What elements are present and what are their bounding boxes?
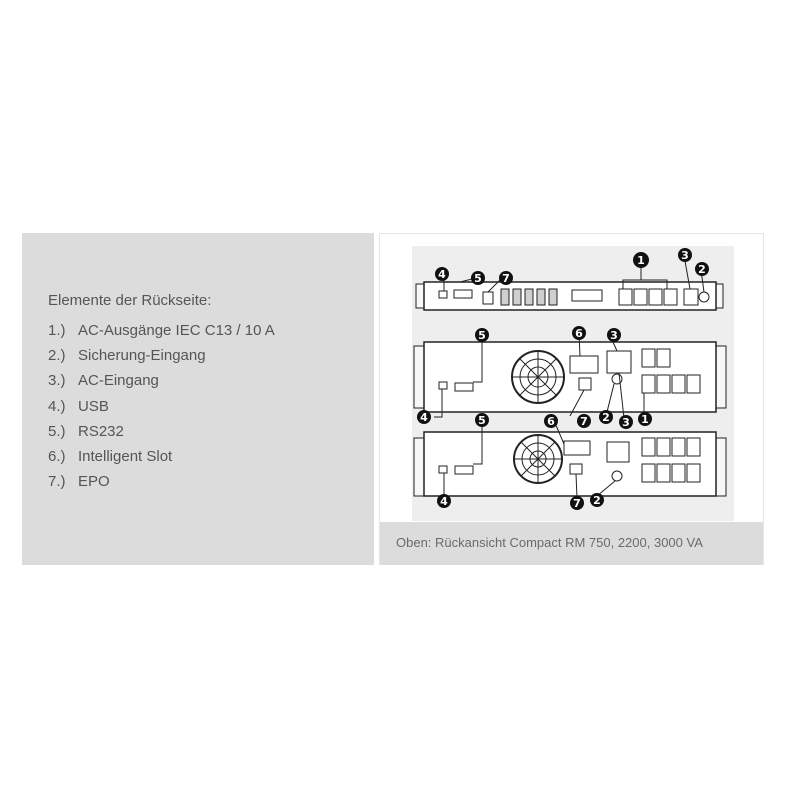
svg-text:5: 5	[478, 329, 486, 342]
elements-heading: Elemente der Rückseite:	[48, 292, 212, 309]
svg-text:2: 2	[593, 494, 601, 507]
callout-badges: 4 5 7 1 3 2 5 6 3 4 5 6 7 2 3 1 4 7 2	[417, 248, 709, 510]
list-item: 6.) Intelligent Slot	[48, 444, 275, 469]
svg-text:3: 3	[681, 249, 689, 262]
svg-text:2: 2	[698, 263, 706, 276]
elements-list: 1.) AC-Ausgänge IEC C13 / 10 A 2.) Sicheru…	[48, 318, 275, 494]
unit-2u-b	[413, 431, 727, 497]
item-label: Sicherung-Eingang	[78, 347, 206, 365]
ups-rear-view-drawing: 4 5 7 1 3 2 5 6 3 4 5 6 7 2 3 1 4 7 2	[412, 246, 734, 521]
item-label: AC-Ausgänge IEC C13 / 10 A	[78, 322, 275, 339]
svg-text:5: 5	[474, 272, 482, 285]
svg-text:6: 6	[575, 327, 583, 340]
item-label: USB	[78, 397, 109, 415]
item-number: 1.)	[48, 322, 66, 339]
svg-text:1: 1	[641, 413, 649, 426]
svg-text:6: 6	[547, 415, 555, 428]
svg-text:4: 4	[440, 495, 448, 508]
item-number: 6.)	[48, 447, 66, 465]
ups-rear-view-diagram: 4 5 7 1 3 2 5 6 3 4 5 6 7 2 3 1 4 7 2	[412, 246, 734, 521]
item-number: 7.)	[48, 473, 66, 491]
svg-text:4: 4	[438, 268, 446, 281]
item-label: AC-Eingang	[78, 372, 159, 390]
list-item: 2.) Sicherung-Eingang	[48, 343, 275, 368]
figure-caption: Oben: Rückansicht Compact RM 750, 2200, …	[396, 535, 703, 550]
svg-text:3: 3	[622, 416, 630, 429]
list-item: 7.) EPO	[48, 469, 275, 494]
svg-text:3: 3	[610, 329, 618, 342]
item-number: 2.)	[48, 347, 66, 365]
item-label: Intelligent Slot	[78, 447, 173, 465]
item-label: RS232	[78, 422, 124, 440]
list-item: 5.) RS232	[48, 419, 275, 444]
svg-text:7: 7	[580, 415, 588, 428]
svg-text:5: 5	[478, 414, 486, 427]
caption-bar: Oben: Rückansicht Compact RM 750, 2200, …	[380, 522, 763, 565]
list-item: 1.) AC-Ausgänge IEC C13 / 10 A	[48, 318, 275, 343]
list-item: 3.) AC-Eingang	[48, 368, 275, 393]
svg-text:1: 1	[637, 254, 645, 267]
item-number: 3.)	[48, 372, 66, 390]
figure-panel: 4 5 7 1 3 2 5 6 3 4 5 6 7 2 3 1 4 7 2	[379, 233, 764, 565]
svg-text:4: 4	[420, 411, 428, 424]
item-number: 5.)	[48, 422, 66, 440]
unit-2u-a	[413, 341, 727, 413]
svg-text:2: 2	[602, 411, 610, 424]
svg-text:7: 7	[502, 272, 510, 285]
svg-text:7: 7	[573, 497, 581, 510]
unit-1u	[415, 281, 724, 311]
list-item: 4.) USB	[48, 394, 275, 419]
elements-panel: Elemente der Rückseite: 1.) AC-Ausgänge I…	[22, 233, 374, 565]
item-label: EPO	[78, 473, 110, 491]
item-number: 4.)	[48, 397, 66, 415]
